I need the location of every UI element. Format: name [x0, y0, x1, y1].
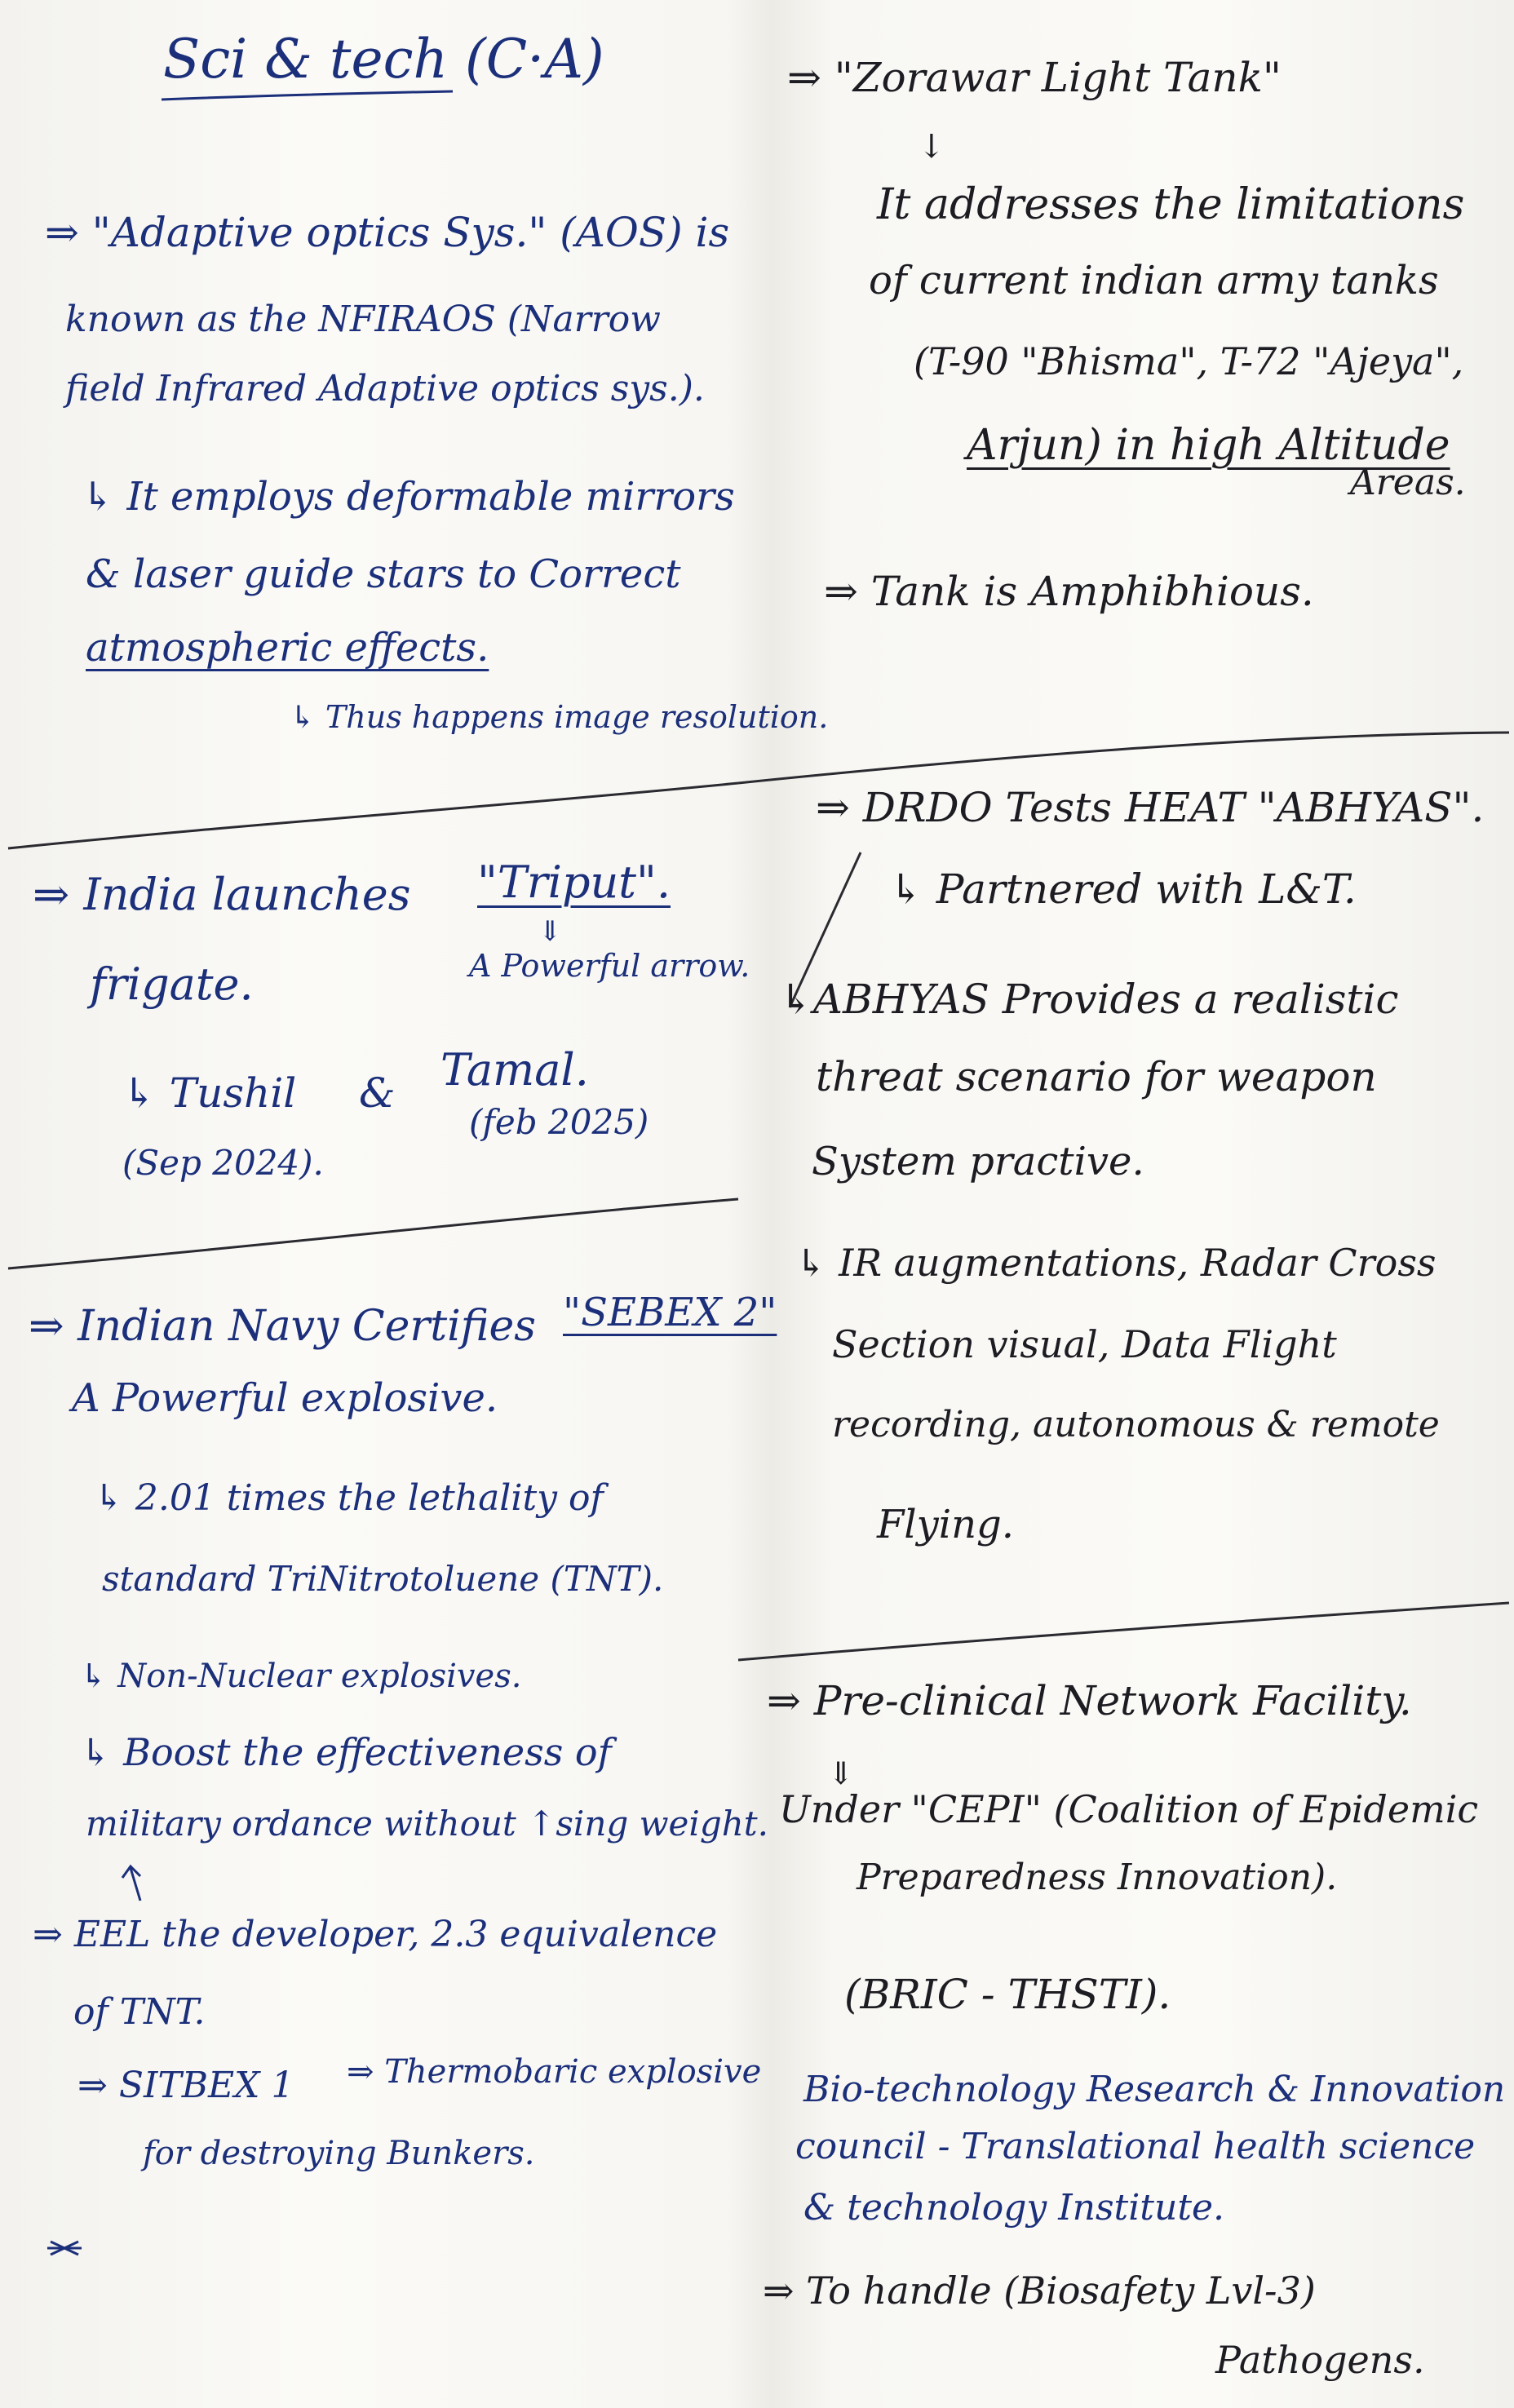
- abhyas-line-9: Flying.: [877, 1502, 1015, 1547]
- triput-line-1: ⇒ India launches: [33, 869, 411, 920]
- zorawar-line-1: ⇒ "Zorawar Light Tank": [787, 54, 1282, 101]
- abhyas-line-7: Section visual, Data Flight: [832, 1322, 1337, 1366]
- aos-line-2: known as the NFIRAOS (Narrow: [65, 299, 661, 340]
- sebex-arrow: [121, 1864, 142, 1901]
- triput-amp: &: [359, 1069, 396, 1117]
- triput-date-1: (Sep 2024).: [122, 1143, 324, 1183]
- triput-meaning: A Powerful arrow.: [469, 948, 750, 984]
- abhyas-line-5: System practive.: [812, 1139, 1144, 1184]
- abhyas-line-1: ⇒ DRDO Tests HEAT "ABHYAS".: [816, 784, 1485, 831]
- sebex-line-6: ↳ Boost the effectiveness of: [80, 1730, 612, 1774]
- preclinical-line-6: council - Translational health science: [795, 2126, 1476, 2167]
- abhyas-bracket-line: [788, 852, 862, 1008]
- preclinical-line-8: ⇒ To handle (Biosafety Lvl-3): [763, 2269, 1316, 2313]
- title-underline: [161, 90, 454, 101]
- zorawar-line-3: of current indian army tanks: [869, 258, 1439, 303]
- footer-mark: [47, 2240, 82, 2256]
- page-title: Sci & tech (C·A): [163, 28, 604, 91]
- divider-left-1: [7, 781, 739, 850]
- sebex-line-8: ⇒ EEL the developer, 2.3 equivalence: [33, 1914, 718, 1955]
- abhyas-line-6: ↳ IR augmentations, Radar Cross: [795, 1241, 1437, 1285]
- abhyas-line-8: recording, autonomous & remote: [832, 1404, 1440, 1445]
- sebex-line-7: military ordance without ↑sing weight.: [86, 1804, 769, 1844]
- sebex-line-2: A Powerful explosive.: [72, 1375, 498, 1421]
- aos-line-5: & laser guide stars to Correct: [86, 551, 681, 597]
- zorawar-line-6: Areas.: [1350, 462, 1466, 503]
- zorawar-line-7: ⇒ Tank is Amphibhious.: [824, 568, 1314, 615]
- preclinical-line-1: ⇒ Pre-clinical Network Facility.: [767, 1677, 1412, 1724]
- aos-line-6: atmospheric effects.: [86, 625, 489, 671]
- preclinical-line-9: Pathogens.: [1215, 2338, 1425, 2382]
- zorawar-line-5: Arjun) in high Altitude: [967, 421, 1450, 470]
- triput-arrow: ⇓: [538, 915, 562, 948]
- aos-line-7: ↳ Thus happens image resolution.: [290, 699, 829, 735]
- triput-tushil: ↳ Tushil: [122, 1069, 297, 1117]
- sebex-line-3: ↳ 2.01 times the lethality of: [94, 1477, 604, 1519]
- zorawar-arrow: ↓: [918, 128, 945, 166]
- preclinical-arrow: ⇓: [828, 1755, 854, 1791]
- sebex-line-5: ↳ Non-Nuclear explosives.: [80, 1658, 522, 1695]
- triput-tamal: Tamal.: [440, 1044, 589, 1096]
- divider-left-2: [7, 1197, 739, 1270]
- abhyas-line-3: ↳ABHYAS Provides a realistic: [779, 976, 1399, 1023]
- sebex-line-4: standard TriNitrotoluene (TNT).: [102, 1559, 664, 1599]
- preclinical-line-7: & technology Institute.: [803, 2187, 1225, 2229]
- preclinical-line-2: Under "CEPI" (Coalition of Epidemic: [779, 1787, 1479, 1831]
- sebex-line-11: ⇒ Thermobaric explosive: [347, 2053, 762, 2091]
- zorawar-line-4: (T-90 "Bhisma", T-72 "Ajeya",: [914, 339, 1464, 383]
- aos-line-1: ⇒ "Adaptive optics Sys." (AOS) is: [45, 209, 730, 256]
- abhyas-line-2: ↳ Partnered with L&T.: [889, 865, 1357, 913]
- divider-right-1: [737, 731, 1510, 785]
- aos-line-3: field Infrared Adaptive optics sys.).: [65, 368, 705, 409]
- abhyas-line-4: threat scenario for weapon: [816, 1053, 1377, 1100]
- sebex-name: "SEBEX 2": [563, 1290, 777, 1335]
- sebex-line-9: of TNT.: [73, 1991, 206, 2033]
- zorawar-line-2: It addresses the limitations: [877, 180, 1465, 229]
- preclinical-line-5: Bio-technology Research & Innovation: [803, 2069, 1506, 2110]
- preclinical-line-4: (BRIC - THSTI).: [844, 1971, 1171, 2018]
- sebex-line-1: ⇒ Indian Navy Certifies: [29, 1302, 536, 1351]
- sebex-line-10: ⇒ SITBEX 1: [77, 2065, 294, 2106]
- triput-date-2: (feb 2025): [469, 1102, 649, 1142]
- preclinical-line-3: Preparedness Innovation).: [857, 1857, 1338, 1898]
- triput-line-2: frigate.: [90, 958, 254, 1010]
- divider-right-2: [737, 1601, 1510, 1662]
- aos-line-4: ↳ It employs deformable mirrors: [82, 474, 735, 520]
- triput-name: "Triput".: [477, 857, 671, 908]
- sebex-line-12: for destroying Bunkers.: [143, 2135, 535, 2172]
